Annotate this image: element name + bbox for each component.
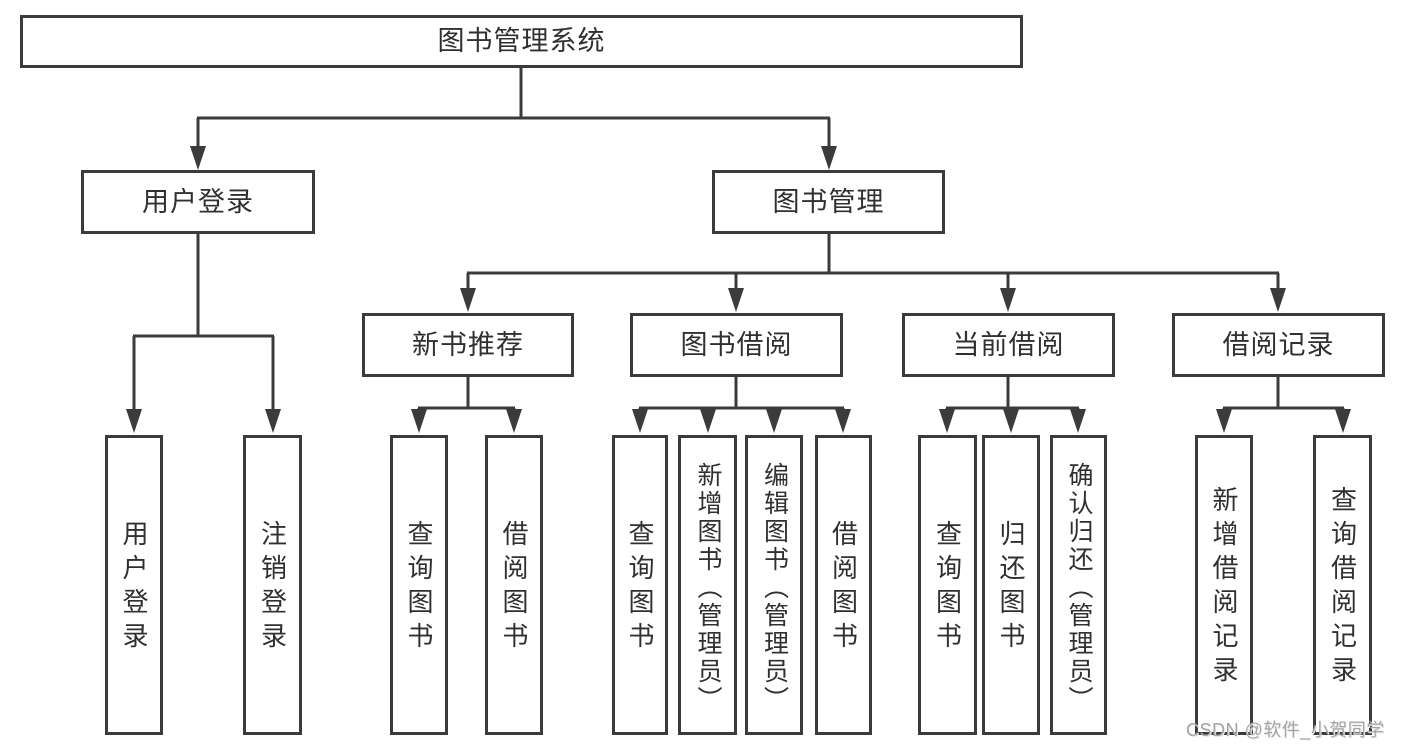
csdn-watermark: CSDN @软件_小贺同学	[1186, 720, 1385, 740]
node-leaf-query-books-recommend: 查询图书	[390, 435, 448, 735]
node-new-book-recommend: 新书推荐	[362, 313, 574, 377]
node-book-management: 图书管理	[712, 170, 945, 234]
node-book-borrowing: 图书借阅	[630, 313, 843, 377]
node-leaf-confirm-return-admin: 确认归还（管理员）	[1050, 435, 1107, 735]
node-system-root: 图书管理系统	[20, 15, 1023, 68]
node-user-login: 用户登录	[81, 170, 315, 234]
node-leaf-user-login: 用户登录	[105, 435, 163, 735]
node-leaf-add-borrow-record: 新增借阅记录	[1195, 435, 1253, 735]
node-leaf-query-books-current: 查询图书	[918, 435, 977, 735]
node-leaf-add-books-admin: 新增图书（管理员）	[678, 435, 737, 735]
node-leaf-edit-books-admin: 编辑图书（管理员）	[745, 435, 803, 735]
node-borrowing-records: 借阅记录	[1172, 313, 1385, 377]
node-leaf-logout: 注销登录	[243, 435, 302, 735]
node-leaf-return-books: 归还图书	[982, 435, 1040, 735]
node-leaf-borrow-books-recommend: 借阅图书	[485, 435, 543, 735]
node-leaf-borrow-books: 借阅图书	[815, 435, 872, 735]
node-current-borrowing: 当前借阅	[902, 313, 1115, 377]
node-leaf-query-borrow-record: 查询借阅记录	[1313, 435, 1372, 735]
node-leaf-query-books-borrowing: 查询图书	[612, 435, 668, 735]
